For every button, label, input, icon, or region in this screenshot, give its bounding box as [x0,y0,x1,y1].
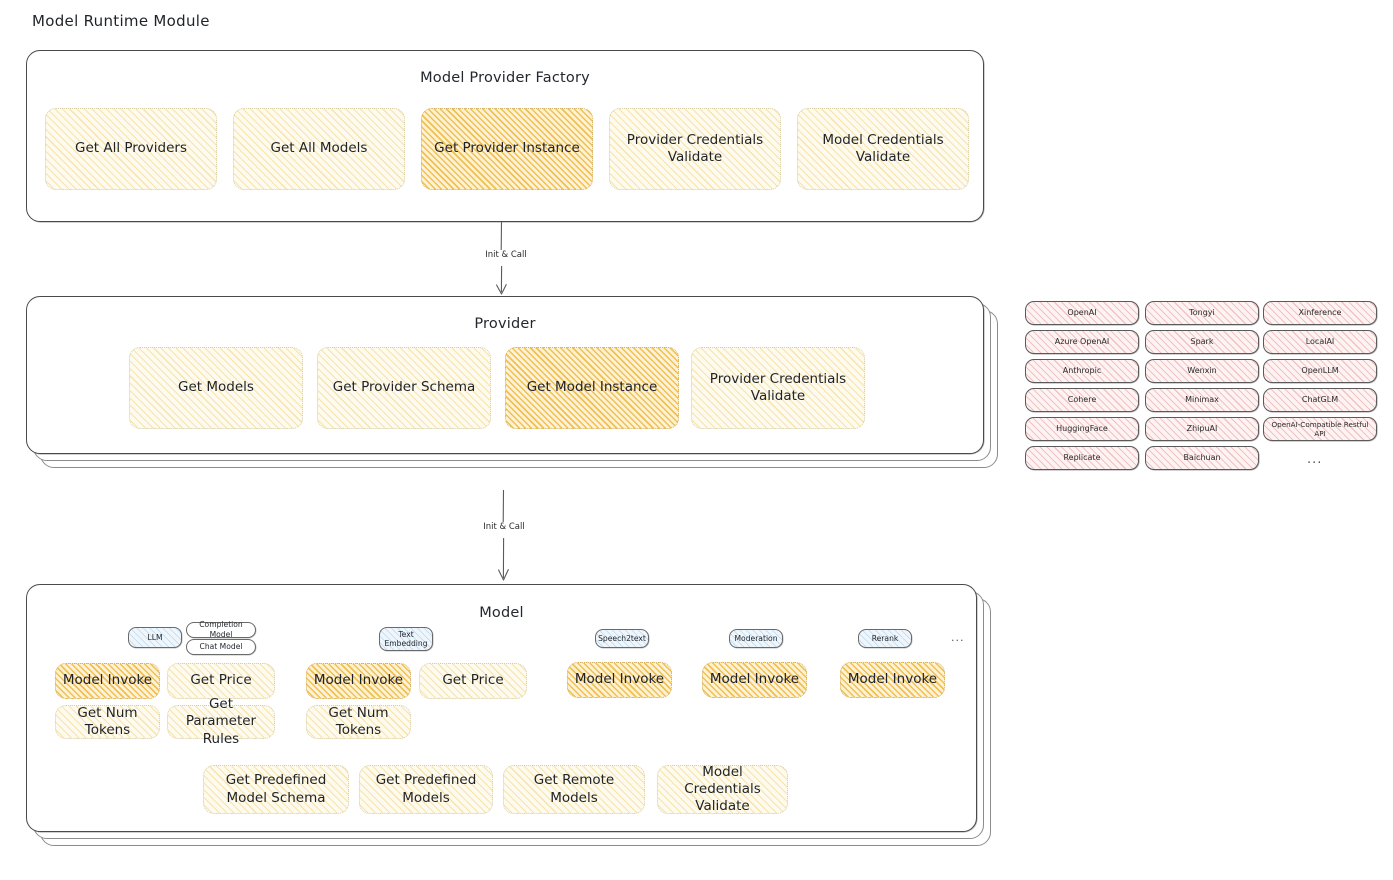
model-subtype-chip-chat-model[interactable]: Chat Model [186,639,256,655]
node-llm-get-parameter-rules[interactable]: Get Parameter Rules [167,696,275,747]
node-llm-model-invoke[interactable]: Model Invoke [55,663,160,699]
node-rerank-model-invoke[interactable]: Model Invoke [840,662,945,698]
node-model-credentials-validate-2[interactable]: Model Credentials Validate [657,764,788,814]
node-get-predefined-model-schema[interactable]: Get Predefined Model Schema [203,765,349,814]
node-get-model-instance[interactable]: Get Model Instance [505,347,679,429]
node-get-provider-instance[interactable]: Get Provider Instance [421,108,593,190]
factory-title: Model Provider Factory [420,70,590,86]
arrow-label-init-call-2: Init & Call [483,522,525,532]
node-get-all-providers[interactable]: Get All Providers [45,108,217,190]
provider-pill-zhipuai[interactable]: ZhipuAI [1145,417,1259,441]
provider-pill-tongyi[interactable]: Tongyi [1145,301,1259,325]
node-llm-get-price[interactable]: Get Price [167,663,275,699]
node-llm-get-num-tokens[interactable]: Get Num Tokens [55,705,160,739]
model-type-chip-text-embedding[interactable]: Text Embedding [379,627,433,651]
node-embedding-get-num-tokens[interactable]: Get Num Tokens [306,705,411,739]
model-type-chip-llm[interactable]: LLM [128,627,182,648]
node-get-predefined-models[interactable]: Get Predefined Models [359,765,493,814]
model-type-chip-rerank[interactable]: Rerank [858,629,912,648]
provider-pill-minimax[interactable]: Minimax [1145,388,1259,412]
provider-pill-replicate[interactable]: Replicate [1025,446,1139,470]
model-title: Model [479,605,524,621]
node-get-models[interactable]: Get Models [129,347,303,429]
provider-pill-xinference[interactable]: Xinference [1263,301,1377,325]
provider-pill-wenxin[interactable]: Wenxin [1145,359,1259,383]
arrow-factory-to-provider: Init & Call [470,221,540,300]
arrow-icon [498,489,509,581]
model-type-chip-moderation[interactable]: Moderation [729,629,783,648]
node-get-all-models[interactable]: Get All Models [233,108,405,190]
provider-pill-cohere[interactable]: Cohere [1025,388,1139,412]
provider-pill-openai-compatible[interactable]: OpenAI-Compatible Restful API [1263,417,1377,441]
node-speech2text-model-invoke[interactable]: Model Invoke [567,662,672,698]
arrow-label-init-call-1: Init & Call [485,250,527,260]
arrow-icon [496,221,507,295]
provider-pill-openllm[interactable]: OpenLLM [1263,359,1377,383]
page-title: Model Runtime Module [32,12,210,30]
node-embedding-get-price[interactable]: Get Price [419,663,527,699]
node-get-remote-models[interactable]: Get Remote Models [503,765,645,814]
model-subtype-chip-completion-model[interactable]: Completion Model [186,620,256,639]
provider-pill-azure-openai[interactable]: Azure OpenAI [1025,330,1139,354]
node-provider-credentials-validate-2[interactable]: Provider Credentials Validate [691,347,865,429]
node-embedding-model-invoke[interactable]: Model Invoke [306,663,411,699]
provider-pill-baichuan[interactable]: Baichuan [1145,446,1259,470]
provider-pill-openai[interactable]: OpenAI [1025,301,1139,325]
provider-title: Provider [474,316,536,332]
provider-pill-chatglm[interactable]: ChatGLM [1263,388,1377,412]
node-get-provider-schema[interactable]: Get Provider Schema [317,347,491,429]
node-model-credentials-validate[interactable]: Model Credentials Validate [797,108,969,190]
model-type-chip-speech2text[interactable]: Speech2text [595,629,649,648]
provider-list-more: ... [1307,452,1323,467]
node-moderation-model-invoke[interactable]: Model Invoke [702,662,807,698]
provider-pill-localai[interactable]: LocalAI [1263,330,1377,354]
provider-pill-huggingface[interactable]: HuggingFace [1025,417,1139,441]
provider-pill-anthropic[interactable]: Anthropic [1025,359,1139,383]
node-provider-credentials-validate[interactable]: Provider Credentials Validate [609,108,781,190]
arrow-provider-to-model: Init & Call [470,489,540,586]
model-types-more: ... [951,631,965,644]
provider-pill-spark[interactable]: Spark [1145,330,1259,354]
